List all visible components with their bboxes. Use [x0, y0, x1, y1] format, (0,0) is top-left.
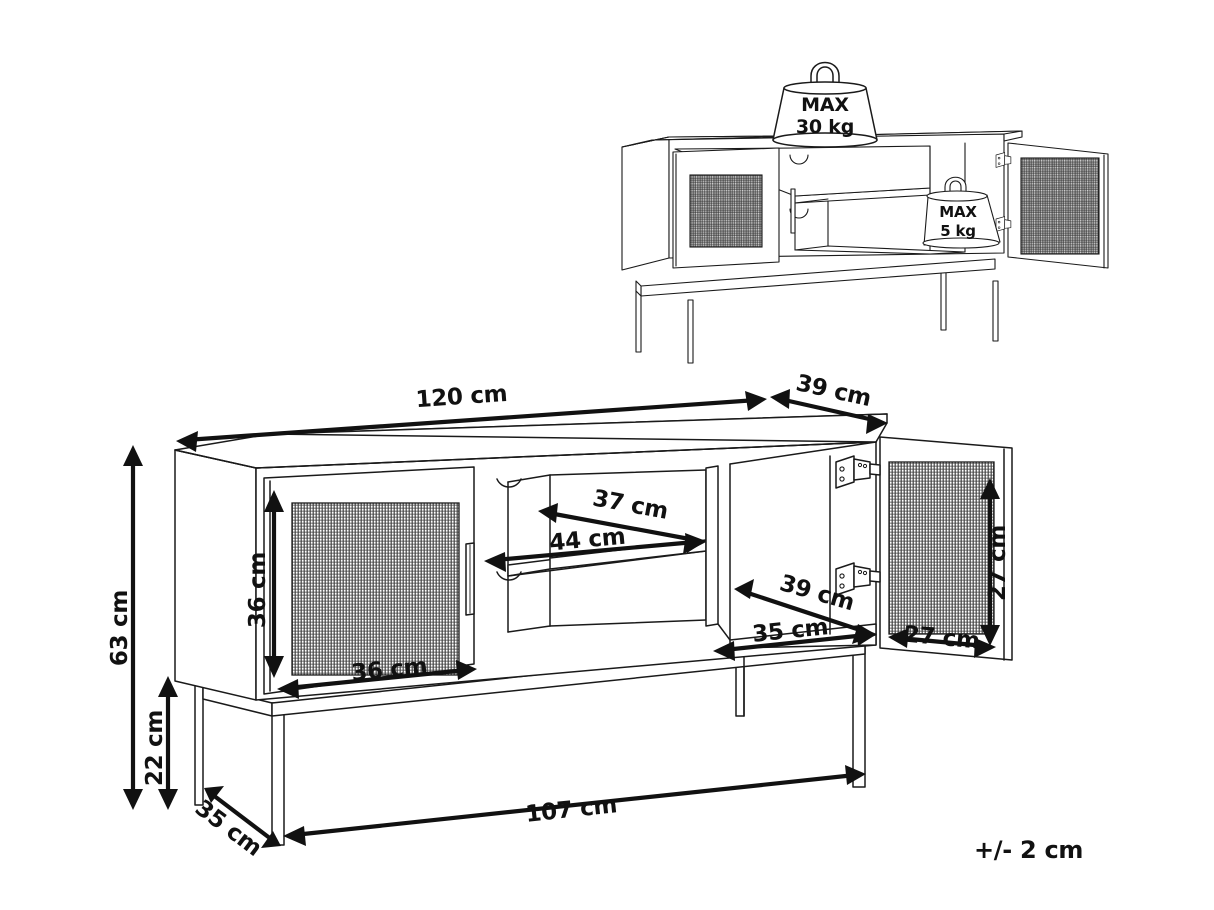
leg-rear-left [194, 683, 204, 806]
left-door-rattan-panel [291, 502, 460, 676]
dimension-label-120cm: 120 cm [415, 381, 508, 413]
interior-open-compartment [496, 463, 731, 641]
right-door-open [879, 436, 1013, 661]
dimension-label-27cm-height: 27 cm [985, 525, 1011, 601]
dimension-shelf-width: 44 cm [484, 524, 706, 572]
dimension-label-36cm-height: 36 cm [245, 552, 271, 628]
door-hinges [835, 455, 881, 596]
hinge-lower [835, 562, 881, 596]
dimension-overall-width: 120 cm [176, 381, 767, 452]
weight-label-5kg-line2: 5 kg [940, 222, 976, 240]
small-left-door [672, 147, 796, 269]
small-cabinet-legs [635, 270, 999, 364]
leg-front-left [271, 702, 285, 846]
weight-handle-5kg [944, 176, 967, 196]
body-left-side-panel [174, 449, 257, 701]
weight-handle-30kg [810, 61, 840, 87]
left-door-closed [263, 466, 475, 695]
weight-bottom-rim-5kg [922, 237, 1000, 249]
weight-label-30kg-line1: MAX [801, 94, 849, 116]
small-body-left-panel [621, 136, 670, 271]
dimension-label-63cm: 63 cm [107, 590, 133, 666]
dimension-right-door-height: 27 cm [980, 478, 1011, 646]
dimension-base-depth: 35 cm [190, 786, 281, 862]
dimension-right-compartment-width: 35 cm [713, 614, 877, 661]
weight-bottom-rim-30kg [772, 132, 878, 148]
right-door-rattan-panel [888, 461, 995, 635]
dimension-right-door-width: 27 cm [888, 622, 996, 658]
dimension-left-door-height: 36 cm [245, 490, 284, 678]
dimension-overall-height: 63 cm [107, 445, 143, 810]
main-dimension-diagram: 120 cm 39 cm 63 cm 22 cm [107, 370, 1083, 864]
dimension-label-22cm: 22 cm [142, 710, 168, 786]
load-capacity-diagram: MAX 30 kg MAX 5 kg [621, 61, 1109, 364]
interior-divider-post [705, 465, 719, 627]
dimension-label-107cm: 107 cm [524, 792, 618, 828]
small-left-door-handle [790, 188, 796, 234]
small-right-door-rattan-panel [1020, 157, 1100, 255]
small-base-frame-side [635, 280, 642, 297]
dimension-leg-height: 22 cm [142, 676, 178, 810]
small-right-door-open [1007, 142, 1109, 269]
weight-label-30kg-line2: 30 kg [796, 116, 854, 138]
weight-top-rim-5kg [926, 190, 988, 202]
weight-icon-5kg: MAX 5 kg [922, 176, 1001, 249]
tolerance-note: +/- 2 cm [974, 836, 1083, 864]
weight-label-5kg-line1: MAX [939, 203, 977, 221]
small-door-hinges [995, 152, 1012, 232]
weight-icon-30kg: MAX 30 kg [772, 61, 878, 148]
weight-top-rim-30kg [783, 81, 867, 95]
small-left-door-rattan-panel [689, 174, 763, 248]
leg-front-right [852, 639, 866, 788]
hinge-upper [835, 455, 881, 489]
dimension-base-width: 107 cm [283, 765, 866, 846]
